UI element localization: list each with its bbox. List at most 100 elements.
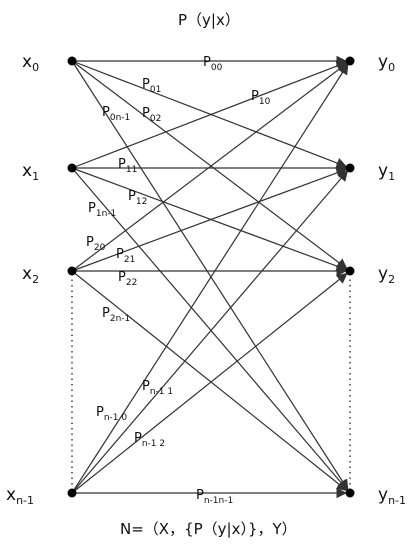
- output-label-y0-subscript: 0: [388, 61, 395, 74]
- input-label-x0: x0: [22, 52, 39, 74]
- input-label-x1-subscript: 1: [32, 170, 39, 183]
- edge-xn1-y1: [71, 170, 349, 494]
- edge-label-x0-yn1: P0n-1: [102, 105, 130, 123]
- edge-label-x1-y0: P10: [251, 89, 271, 107]
- edge-x1-y2: [71, 167, 348, 272]
- edge-label-x0-y0: P00: [203, 55, 223, 73]
- edge-label-x2-y2-subscript: 22: [126, 278, 137, 288]
- edge-label-x2-y1-symbol: P: [116, 247, 124, 262]
- edge-label-x1-yn1: P1n-1: [88, 201, 116, 219]
- transition-edges: [71, 55, 349, 499]
- input-label-x2-subscript: 2: [32, 273, 39, 286]
- output-label-y2-symbol: y: [378, 264, 388, 284]
- edge-label-x0-y0-symbol: P: [203, 55, 211, 70]
- input-label-xn1-subscript: n-1: [16, 494, 34, 507]
- input-node-x0: [67, 56, 77, 66]
- output-node-y0: [345, 56, 355, 66]
- edge-label-x2-y2: P22: [118, 270, 137, 288]
- edge-x2-y0: [71, 62, 348, 272]
- edge-label-xn1-y1-symbol: P: [142, 379, 150, 394]
- output-label-y0: y0: [378, 52, 395, 74]
- input-node-xn1: [67, 488, 77, 498]
- output-label-yn1: yn-1: [378, 485, 406, 507]
- edge-label-x0-y2-subscript: 02: [150, 114, 161, 124]
- edge-label-x0-y1: P01: [142, 77, 161, 95]
- output-node-y1: [345, 163, 355, 173]
- edge-x0-y1: [71, 60, 348, 169]
- edge-label-xn1-yn1-symbol: P: [196, 488, 204, 503]
- diagram-title: P（y|x）: [178, 11, 240, 29]
- edge-xn1-y2: [71, 272, 348, 494]
- channel-definition: N=（X，{P（y|x）}，Y）: [120, 520, 297, 538]
- edge-label-x0-yn1-subscript: 0n-1: [110, 113, 130, 123]
- output-label-y2-subscript: 2: [388, 273, 395, 286]
- edge-label-xn1-y0-subscript: n-1 0: [104, 413, 128, 423]
- edge-label-x2-y1: P21: [116, 247, 135, 265]
- edge-label-x0-y1-subscript: 01: [150, 85, 161, 95]
- output-label-y1: y1: [378, 161, 395, 183]
- output-node-y2: [345, 266, 355, 276]
- edge-label-x1-y2-subscript: 12: [136, 197, 147, 207]
- output-label-y2: y2: [378, 264, 395, 286]
- edge-x1-yn1: [71, 167, 349, 491]
- edge-label-xn1-y2: Pn-1 2: [134, 431, 165, 449]
- output-label-y1-symbol: y: [378, 161, 388, 181]
- edge-label-x0-yn1-symbol: P: [102, 105, 110, 120]
- edge-x1-y0: [71, 60, 348, 169]
- nodes: [67, 56, 355, 498]
- output-node-yn1: [345, 488, 355, 498]
- input-label-x2-symbol: x: [22, 264, 32, 284]
- output-label-y1-subscript: 1: [388, 170, 395, 183]
- edge-label-x1-y0-symbol: P: [251, 89, 259, 104]
- input-label-xn1: xn-1: [6, 485, 34, 507]
- input-label-x0-subscript: 0: [32, 61, 39, 74]
- edge-label-x0-y1-symbol: P: [142, 77, 150, 92]
- edge-label-x1-y1-symbol: P: [118, 157, 126, 172]
- edge-x0-yn1: [71, 60, 349, 491]
- edge-label-xn1-yn1: Pn-1n-1: [196, 488, 233, 506]
- edge-label-x0-y0-subscript: 00: [211, 63, 223, 73]
- input-label-x2: x2: [22, 264, 39, 286]
- edge-label-x2-y2-symbol: P: [118, 270, 126, 285]
- input-label-xn1-symbol: x: [6, 485, 16, 505]
- edge-x0-y2: [71, 60, 348, 270]
- edge-x2-yn1: [71, 270, 348, 492]
- output-label-y0-symbol: y: [378, 52, 388, 72]
- edge-x2-y1: [71, 167, 348, 272]
- edge-label-x2-y0-symbol: P: [86, 235, 94, 250]
- edge-label-x2-y1-subscript: 21: [124, 255, 135, 265]
- edge-label-x1-yn1-symbol: P: [88, 201, 96, 216]
- edge-label-x2-yn1-subscript: 2n-1: [110, 314, 130, 324]
- edge-label-x0-y2: P02: [142, 106, 161, 124]
- edge-label-xn1-y2-subscript: n-1 2: [142, 439, 165, 449]
- edge-label-xn1-y2-symbol: P: [134, 431, 142, 446]
- input-label-x1-symbol: x: [22, 161, 32, 181]
- edge-label-x1-y1: P11: [118, 157, 137, 175]
- edge-label-x2-yn1: P2n-1: [102, 306, 130, 324]
- edge-label-xn1-y0: Pn-1 0: [96, 405, 127, 423]
- edge-label-x0-y2-symbol: P: [142, 106, 150, 121]
- edge-label-xn1-y1-subscript: n-1 1: [150, 387, 173, 397]
- edge-xn1-y0: [71, 63, 349, 494]
- edge-label-xn1-y0-symbol: P: [96, 405, 104, 420]
- edge-label-x1-y0-subscript: 10: [259, 97, 271, 107]
- edge-label-x2-yn1-symbol: P: [102, 306, 110, 321]
- output-label-yn1-subscript: n-1: [388, 494, 406, 507]
- edge-label-x1-y2: P12: [128, 189, 147, 207]
- edge-label-x1-y2-symbol: P: [128, 189, 136, 204]
- edge-label-xn1-y1: Pn-1 1: [142, 379, 173, 397]
- output-label-yn1-symbol: y: [378, 485, 388, 505]
- edge-label-xn1-yn1-subscript: n-1n-1: [204, 496, 233, 506]
- edge-label-x2-y0: P20: [86, 235, 106, 253]
- input-label-x0-symbol: x: [22, 52, 32, 72]
- input-node-x1: [67, 163, 77, 173]
- input-label-x1: x1: [22, 161, 39, 183]
- edge-label-x1-y1-subscript: 11: [126, 165, 137, 175]
- edge-label-x1-yn1-subscript: 1n-1: [96, 209, 116, 219]
- edge-label-x2-y0-subscript: 20: [94, 243, 106, 253]
- input-node-x2: [67, 266, 77, 276]
